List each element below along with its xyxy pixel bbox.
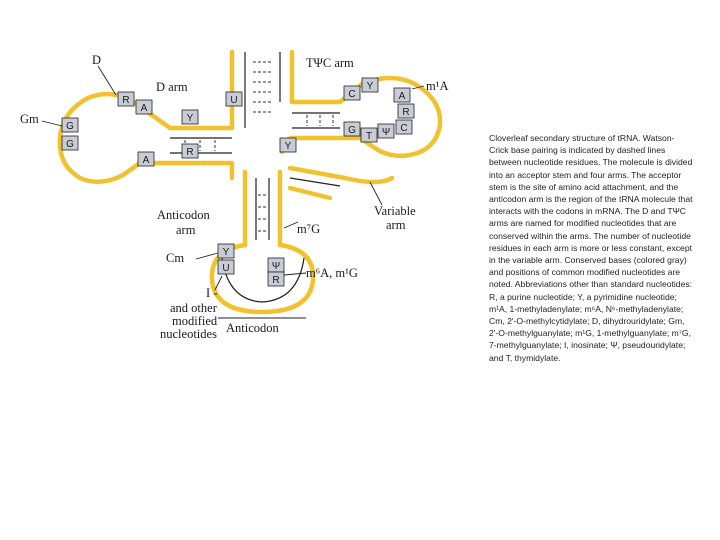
pointer-lines <box>41 65 425 319</box>
nuc-box <box>343 85 361 101</box>
nuc-box <box>343 121 361 137</box>
nuc-label: A <box>399 91 406 102</box>
nuc-box <box>217 243 235 259</box>
nuc-box <box>137 151 155 167</box>
nuc-label: C <box>348 89 355 100</box>
nuc-box <box>279 137 297 153</box>
nuc-box <box>377 123 395 139</box>
label-anticodon-arm: Anticodon <box>157 208 211 222</box>
label-m6a-m1g: m⁶A, m¹G <box>306 266 358 280</box>
nuc-label: Y <box>367 81 374 92</box>
label-variable-arm-2: arm <box>386 218 406 232</box>
nuc-label: U <box>230 95 237 106</box>
nucleotide-letters: R A G G Y R A U C Y A R C G T Ψ Y Y U Ψ … <box>66 81 410 286</box>
diagram-labels: D D arm TΨC arm m¹A Gm Anticodon arm Var… <box>20 53 449 341</box>
nuc-label: G <box>66 121 74 132</box>
nuc-label: G <box>66 139 74 150</box>
nuc-label: Ψ <box>272 261 280 272</box>
nuc-label: Y <box>285 141 292 152</box>
nuc-label: G <box>348 125 356 136</box>
nuc-box <box>225 91 243 107</box>
nuc-label: R <box>122 95 129 106</box>
label-anticodon-arm-2: arm <box>176 223 196 237</box>
nuc-box <box>217 259 235 275</box>
nuc-box <box>181 109 199 125</box>
label-and-other: and other <box>170 301 218 315</box>
label-m1a: m¹A <box>426 79 449 93</box>
nuc-box <box>117 91 135 107</box>
label-tpsic-arm: TΨC arm <box>306 56 354 70</box>
nuc-box <box>361 77 379 93</box>
nuc-box <box>181 143 199 159</box>
label-m7g: m⁷G <box>297 222 320 236</box>
label-d-arm: D arm <box>156 80 188 94</box>
nuc-label: A <box>143 155 150 166</box>
nuc-label: T <box>366 131 372 142</box>
nuc-label: R <box>272 275 279 286</box>
label-modified: modified <box>172 314 218 328</box>
nuc-box <box>267 271 285 287</box>
nuc-label: A <box>141 103 148 114</box>
label-gm: Gm <box>20 112 39 126</box>
nuc-box <box>397 103 415 119</box>
nuc-label: C <box>400 123 407 134</box>
nuc-box <box>135 99 153 115</box>
inner-strands <box>170 52 341 303</box>
nuc-label: Y <box>223 247 230 258</box>
nuc-label: U <box>222 263 229 274</box>
label-cm: Cm <box>166 251 184 265</box>
nuc-label: R <box>186 147 193 158</box>
nuc-box <box>395 119 413 135</box>
nuc-label: Y <box>187 113 194 124</box>
nuc-label: Ψ <box>382 127 390 138</box>
base-pair-dashes <box>184 61 334 232</box>
conserved-nucleotides <box>61 77 415 287</box>
label-i: I - <box>206 286 217 300</box>
label-anticodon: Anticodon <box>226 321 280 335</box>
label-d: D <box>92 53 101 67</box>
nuc-box <box>61 135 79 151</box>
nuc-label: R <box>402 107 409 118</box>
figure-caption: Cloverleaf secondary structure of tRNA. … <box>489 133 693 363</box>
label-nucleotides: nucleotides <box>160 327 217 341</box>
nuc-box <box>360 127 378 143</box>
nuc-box <box>61 117 79 133</box>
nuc-box <box>393 87 411 103</box>
rna-backbone <box>57 49 443 315</box>
label-variable-arm: Variable <box>374 204 416 218</box>
